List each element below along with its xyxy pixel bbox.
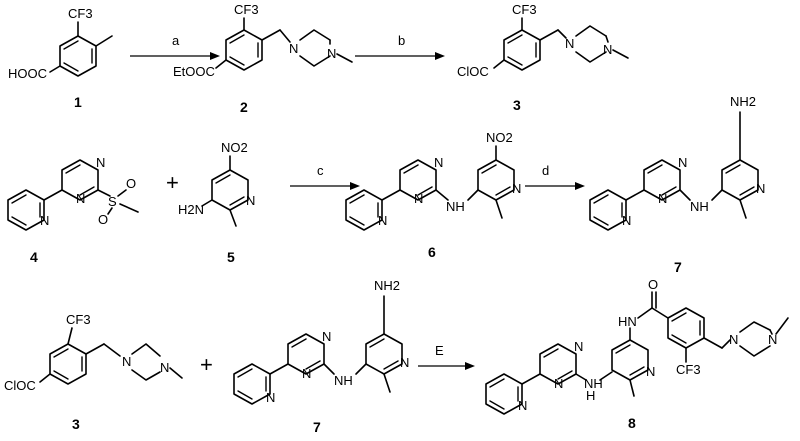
compound-5: N NO2 H2N 5 bbox=[178, 140, 255, 265]
compound-number-6: 6 bbox=[428, 244, 436, 260]
reaction-arrow-c: c bbox=[290, 163, 360, 190]
carbonyl-o: O bbox=[648, 277, 658, 292]
etooc-label: EtOOC bbox=[173, 64, 215, 79]
compound-2: CF3 N N EtOOC 2 bbox=[173, 2, 353, 115]
pyridine-n2: N bbox=[756, 181, 765, 196]
pyridine-n: N bbox=[266, 390, 275, 405]
pyridine-n: N bbox=[622, 213, 631, 228]
piperazine-n4: N bbox=[768, 332, 777, 347]
reaction-arrow-a: a bbox=[130, 33, 220, 60]
h2n-label: H2N bbox=[178, 202, 204, 217]
pyrimidine-n1: N bbox=[414, 191, 423, 206]
no2-label: NO2 bbox=[486, 130, 513, 145]
cf3-label: CF3 bbox=[512, 2, 537, 17]
compound-number-4: 4 bbox=[30, 249, 38, 265]
compound-4: N N N S O O 4 bbox=[7, 155, 139, 265]
pyridine-n2: N bbox=[646, 364, 655, 379]
piperazine-n1: N bbox=[729, 332, 738, 347]
condition-b: b bbox=[398, 33, 405, 48]
h-label: H bbox=[586, 388, 595, 403]
condition-c: c bbox=[317, 163, 324, 178]
compound-number-1: 1 bbox=[74, 94, 82, 110]
condition-e: E bbox=[435, 343, 444, 358]
compound-3-top: CF3 N N ClOC 3 bbox=[457, 2, 629, 113]
piperazine-n4: N bbox=[160, 360, 169, 375]
pyrimidine-n1: N bbox=[76, 191, 85, 206]
cloc-label: ClOC bbox=[457, 64, 489, 79]
cloc-label: ClOC bbox=[4, 378, 36, 393]
cf3-label: CF3 bbox=[66, 312, 91, 327]
compound-7-bottom: N N N NH N NH2 7 bbox=[233, 278, 409, 435]
cf3-label: CF3 bbox=[234, 2, 259, 17]
compound-3-bottom: CF3 N N ClOC 3 bbox=[4, 312, 183, 432]
pyridine-n: N bbox=[518, 398, 527, 413]
nh-label: NH bbox=[584, 376, 603, 391]
compound-1: CF3 HOOC 1 bbox=[8, 6, 113, 110]
pyrimidine-n3: N bbox=[96, 155, 105, 170]
cf3-label: CF3 bbox=[676, 362, 701, 377]
piperazine-n1: N bbox=[565, 36, 574, 51]
pyrimidine-n3: N bbox=[678, 155, 687, 170]
compound-7-top: N N N NH N NH2 7 bbox=[589, 94, 765, 275]
amide-nh: HN bbox=[618, 314, 637, 329]
no2-label: NO2 bbox=[221, 140, 248, 155]
compound-number-3-bottom: 3 bbox=[72, 416, 80, 432]
nh-label: NH bbox=[334, 373, 353, 388]
pyridine-n2: N bbox=[512, 181, 521, 196]
condition-a: a bbox=[172, 33, 180, 48]
nh-label: NH bbox=[690, 199, 709, 214]
plus-sign-2: + bbox=[200, 352, 213, 377]
nh-label: NH bbox=[446, 199, 465, 214]
pyrimidine-n3: N bbox=[434, 155, 443, 170]
nh2-label: NH2 bbox=[730, 94, 756, 109]
compound-number-7: 7 bbox=[674, 259, 682, 275]
hooc-label: HOOC bbox=[8, 66, 47, 81]
plus-sign-1: + bbox=[166, 170, 179, 195]
compound-8: N N N NH H N HN O CF3 N N bbox=[485, 277, 789, 431]
pyridine-n: N bbox=[378, 213, 387, 228]
compound-number-3: 3 bbox=[513, 97, 521, 113]
sulfur: S bbox=[108, 194, 117, 209]
condition-d: d bbox=[542, 163, 549, 178]
reaction-arrow-e: E bbox=[418, 343, 475, 370]
piperazine-n4: N bbox=[603, 42, 612, 57]
compound-number-8: 8 bbox=[628, 415, 636, 431]
piperazine-n4: N bbox=[327, 46, 336, 61]
pyridine-n2: N bbox=[400, 355, 409, 370]
piperazine-n1: N bbox=[122, 354, 131, 369]
pyrimidine-n3: N bbox=[322, 329, 331, 344]
compound-6: N N N NH N NO2 6 bbox=[345, 130, 521, 260]
reaction-arrow-b: b bbox=[355, 33, 445, 60]
pyrimidine-n1: N bbox=[554, 376, 563, 391]
oxygen-2: O bbox=[98, 212, 108, 227]
nh2-label: NH2 bbox=[374, 278, 400, 293]
compound-number-5: 5 bbox=[227, 249, 235, 265]
compound-number-2: 2 bbox=[240, 99, 248, 115]
pyrimidine-n1: N bbox=[658, 191, 667, 206]
pyrimidine-n1: N bbox=[302, 366, 311, 381]
compound-number-7-bottom: 7 bbox=[313, 419, 321, 435]
piperazine-n1: N bbox=[289, 41, 298, 56]
pyridine-n: N bbox=[246, 193, 255, 208]
oxygen-1: O bbox=[126, 176, 136, 191]
pyrimidine-n3: N bbox=[574, 339, 583, 354]
pyridine-n: N bbox=[40, 213, 49, 228]
cf3-label: CF3 bbox=[68, 6, 93, 21]
reaction-arrow-d: d bbox=[525, 163, 585, 190]
